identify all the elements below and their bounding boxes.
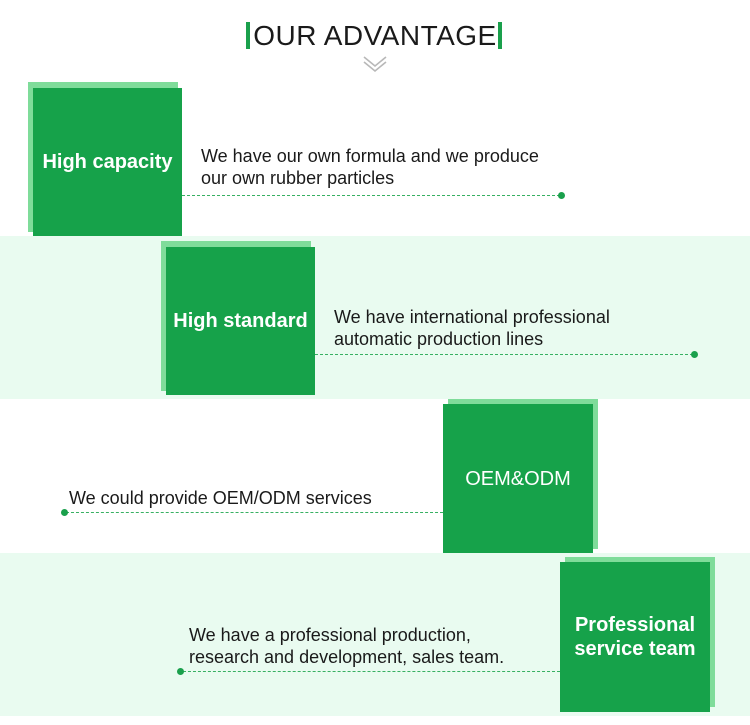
description-line: We could provide OEM/ODM services — [69, 488, 372, 508]
dashed-connector — [315, 354, 693, 355]
connector-dot — [691, 351, 698, 358]
connector-dot — [61, 509, 68, 516]
box-heading-line: Professional — [574, 614, 696, 636]
page-title: OUR ADVANTAGE — [253, 20, 497, 51]
box-heading: High capacity — [33, 88, 182, 236]
description-line: our own rubber particles — [201, 168, 395, 188]
advantage-description-high-capacity: We have our own formula and we produce o… — [201, 145, 539, 189]
dashed-connector — [66, 512, 443, 513]
advantage-box-oem-odm: OEM&ODM — [443, 399, 598, 553]
connector-dot — [558, 192, 565, 199]
dashed-connector — [183, 671, 560, 672]
description-line: We have international professional — [334, 307, 610, 327]
description-line: automatic production lines — [334, 329, 544, 349]
advantage-box-high-standard: High standard — [161, 241, 315, 395]
advantage-description-high-standard: We have international professional autom… — [334, 306, 610, 350]
band-row-2 — [0, 236, 750, 399]
box-heading: High standard — [166, 247, 315, 395]
advantage-box-high-capacity: High capacity — [28, 82, 182, 236]
section-header: OUR ADVANTAGE — [0, 16, 750, 56]
description-line: We have our own formula and we produce — [201, 146, 539, 166]
box-heading: Professional service team — [560, 562, 710, 712]
title-bar-right — [498, 22, 502, 49]
description-line: research and development, sales team. — [189, 647, 505, 667]
advantage-box-professional-service-team: Professional service team — [560, 557, 715, 712]
advantage-description-professional-service-team: We have a professional production, resea… — [189, 624, 504, 668]
dashed-connector — [182, 195, 560, 196]
box-heading: OEM&ODM — [443, 404, 593, 553]
description-line: We have a professional production, — [189, 625, 471, 645]
connector-dot — [177, 668, 184, 675]
box-heading-line: service team — [574, 638, 696, 660]
advantage-description-oem-odm: We could provide OEM/ODM services — [69, 487, 372, 509]
title-bar-left — [246, 22, 250, 49]
chevron-down-icon — [363, 56, 387, 73]
